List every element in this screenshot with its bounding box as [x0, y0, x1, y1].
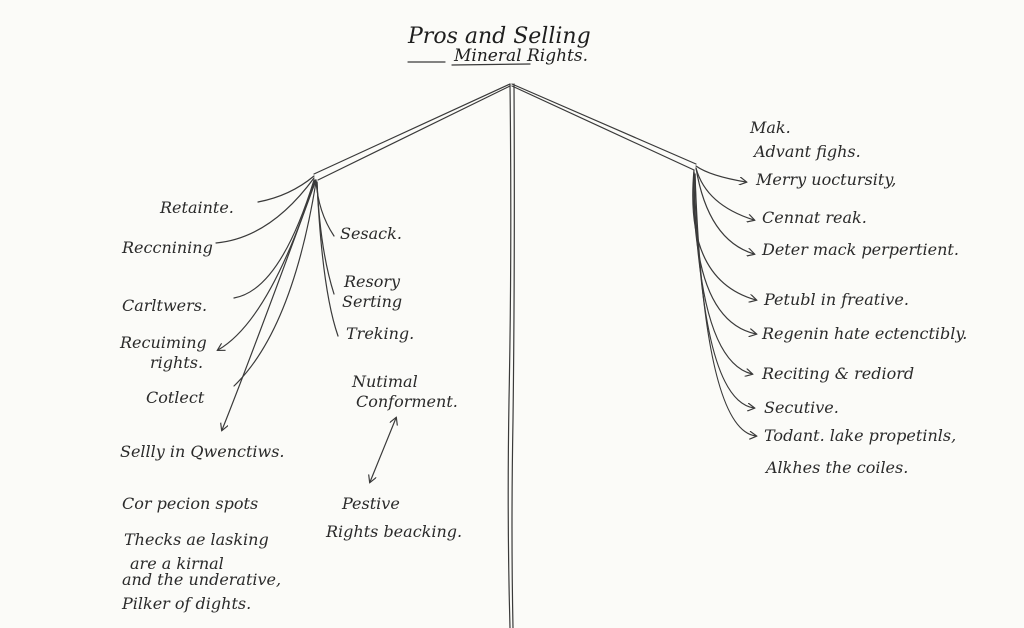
title-line-2: Mineral Rights.	[454, 46, 588, 66]
inner-label: Serting	[342, 292, 403, 311]
branch-line	[695, 167, 754, 220]
right-label: Alkhes the coiles.	[766, 458, 909, 477]
bottom-note: Pilker of dights.	[122, 594, 252, 613]
title-underline	[451, 63, 531, 66]
left-label: Retainte.	[160, 198, 234, 217]
bottom-note: and the underative,	[122, 570, 282, 589]
branch-line	[695, 165, 746, 182]
bottom-note: are a kirnal	[130, 554, 224, 573]
right-label: Secutive.	[764, 398, 839, 417]
right-label: Petubl in freative.	[764, 290, 909, 309]
branch-line	[693, 171, 756, 334]
branch-line	[316, 181, 339, 337]
branch-line	[695, 167, 754, 254]
left-label: Recuiming	[120, 333, 207, 352]
branch-line	[257, 175, 315, 203]
left-label: rights.	[150, 353, 204, 372]
right-label: Reciting & rediord	[762, 364, 915, 383]
note-label: Conforment.	[356, 392, 458, 411]
double-arrow	[370, 418, 396, 482]
bottom-note: Thecks ae lasking	[124, 530, 269, 549]
branch-line	[315, 179, 335, 237]
right-label: Todant. lake propetinls,	[764, 426, 957, 445]
right-label: Merry uoctursity,	[756, 170, 897, 189]
right-header: Advant fighs.	[754, 142, 861, 161]
right-header: Mak.	[750, 118, 791, 137]
title-line-1: Pros and Selling	[408, 24, 591, 49]
left-label: Sellly in Qwenctiws.	[120, 442, 285, 461]
right-branch-arm	[511, 85, 695, 171]
left-label: Cotlect	[146, 388, 205, 407]
note-label: Pestive	[342, 494, 400, 513]
branch-line	[233, 181, 317, 387]
branch-line	[692, 169, 756, 300]
trunk-line	[511, 83, 515, 628]
right-label: Deter mack perpertient.	[762, 240, 959, 259]
left-branch-arm	[313, 83, 511, 175]
left-label: Carltwers.	[122, 296, 208, 315]
right-branch-arm	[511, 83, 697, 165]
branch-line	[215, 177, 315, 244]
left-branch-arm	[317, 85, 511, 181]
inner-label: Sesack.	[340, 224, 402, 243]
right-label: Regenin hate ectenctibly.	[762, 324, 968, 343]
inner-label: Resory	[344, 272, 401, 291]
trunk-line	[507, 83, 512, 628]
branch-line	[233, 179, 315, 299]
branch-line	[693, 171, 752, 374]
note-label: Rights beacking.	[326, 522, 463, 541]
bottom-note: Cor pecion spots	[122, 494, 259, 513]
left-label: Reccnining	[122, 238, 213, 257]
note-label: Nutimal	[352, 372, 418, 391]
right-label: Cennat reak.	[762, 208, 867, 227]
branch-line	[694, 173, 756, 436]
inner-label: Treking.	[346, 324, 415, 343]
branch-line	[222, 179, 317, 430]
